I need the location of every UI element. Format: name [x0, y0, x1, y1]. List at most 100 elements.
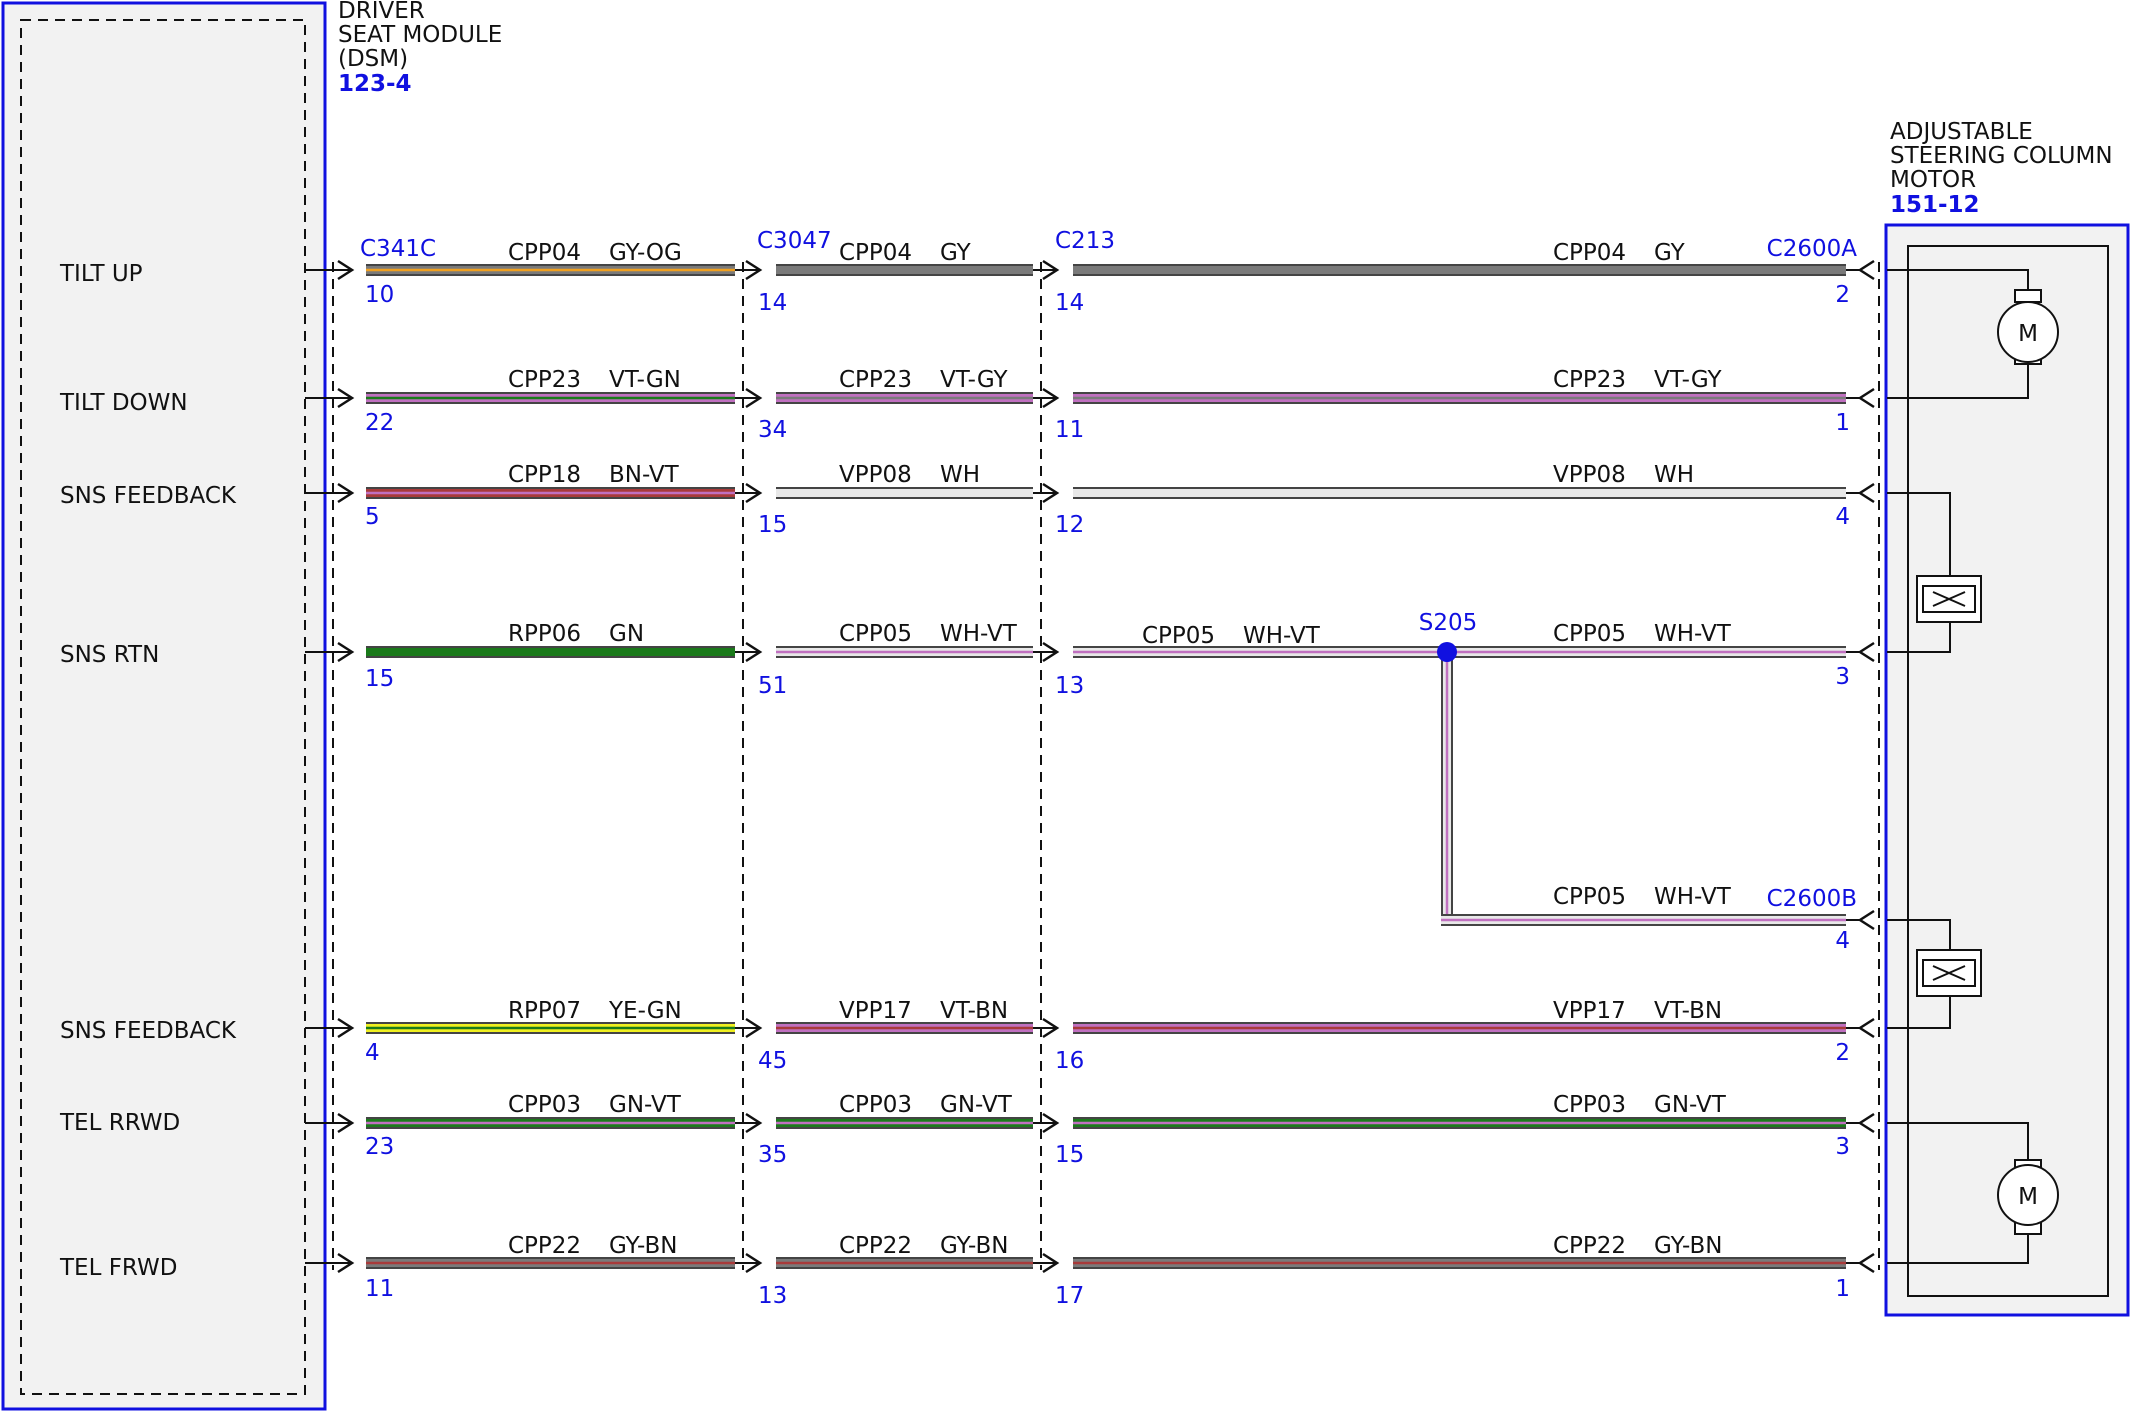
wire-row-6-arrow-3	[1042, 1017, 1060, 1039]
w7-seg1-color: GN-VT	[609, 1092, 682, 1118]
splice-s205-label: S205	[1419, 610, 1478, 636]
w1-seg3-circuit: CPP04	[1553, 240, 1626, 266]
w1-seg2-circuit: CPP04	[839, 240, 912, 266]
position-sensor-1	[1887, 492, 1982, 653]
w3-pin-2: 15	[758, 512, 787, 538]
pin-label-tilt-up: TILT UP	[59, 261, 143, 287]
w7-seg1-circuit: CPP03	[508, 1092, 581, 1118]
w8-seg1-circuit: CPP22	[508, 1233, 581, 1259]
motor-ref: 151-12	[1890, 192, 1980, 218]
w7-seg2-color: GN-VT	[940, 1092, 1013, 1118]
w6-pin-1: 4	[365, 1040, 380, 1066]
tilt-motor: M	[1887, 269, 2059, 399]
wire-row-2-arrow-2	[745, 387, 763, 409]
wire-row-7-arrow-1	[337, 1112, 355, 1134]
wire-row-1-arrow-1	[337, 259, 355, 281]
motor-icon	[1997, 1164, 2059, 1226]
w6-seg2-circuit: VPP17	[839, 998, 912, 1024]
w4-seg1-circuit: RPP06	[508, 621, 581, 647]
connector-c341c: C341C	[360, 236, 436, 262]
wire-row-3-arrow-1	[337, 482, 355, 504]
w3-pin-1: 5	[365, 504, 380, 530]
w7-pin-1: 23	[365, 1134, 394, 1160]
wire-row-4-arrow-4	[1857, 641, 1875, 663]
w6-seg3-circuit: VPP17	[1553, 998, 1626, 1024]
wire-row-8-arrow-1	[337, 1252, 355, 1274]
w8-pin-1: 11	[365, 1276, 394, 1302]
wire-row-4-arrow-1	[337, 641, 355, 663]
wire-row-1-arrow-4	[1857, 259, 1875, 281]
w6-pin-2: 45	[758, 1048, 787, 1074]
w3-pin-3: 12	[1055, 512, 1084, 538]
wires	[305, 259, 1875, 1274]
motor-name-line-1: ADJUSTABLE	[1890, 119, 2033, 145]
w8-pin-4: 1	[1835, 1276, 1850, 1302]
w4-pin-4: 3	[1835, 664, 1850, 690]
motor-icon	[1997, 301, 2059, 363]
w4-seg2-color: WH-VT	[940, 621, 1018, 647]
wire-row-1-arrow-2	[745, 259, 763, 281]
w1-seg2-color: GY	[940, 240, 972, 266]
w8-seg1-color: GY-BN	[609, 1233, 677, 1259]
w8-seg3-color: GY-BN	[1654, 1233, 1722, 1259]
dsm-name-line-3: (DSM)	[338, 46, 408, 72]
wire-row-1-arrow-3	[1042, 259, 1060, 281]
splice-branch-arrow	[1857, 909, 1875, 931]
w8-pin-2: 13	[758, 1283, 787, 1309]
motor-name-line-2: STEERING COLUMN	[1890, 143, 2113, 169]
pin-label-sns-feedback-1: SNS FEEDBACK	[60, 483, 237, 509]
w6-seg2-color: VT-BN	[940, 998, 1008, 1024]
w3-seg1-color: BN-VT	[609, 462, 680, 488]
w1-seg3-color: GY	[1654, 240, 1686, 266]
w2-seg2-color: VT-GY	[940, 367, 1008, 393]
w1-seg1-color: GY-OG	[609, 240, 682, 266]
w4-pin-1: 15	[365, 666, 394, 692]
wire-row-8-arrow-2	[745, 1252, 763, 1274]
w4-seg3b-color: WH-VT	[1654, 621, 1732, 647]
wire-row-8-arrow-4	[1857, 1252, 1875, 1274]
w5-seg3-circuit: CPP05	[1553, 884, 1626, 910]
w2-seg3-circuit: CPP23	[1553, 367, 1626, 393]
motor-symbol-1: M	[2018, 321, 2038, 347]
w2-pin-3: 11	[1055, 417, 1084, 443]
pin-label-sns-rtn: SNS RTN	[60, 642, 159, 668]
w8-seg3-circuit: CPP22	[1553, 1233, 1626, 1259]
w1-pin-2: 14	[758, 290, 787, 316]
w4-pin-2: 51	[758, 673, 787, 699]
w7-seg3-circuit: CPP03	[1553, 1092, 1626, 1118]
connector-c2600b: C2600B	[1767, 886, 1857, 912]
w7-pin-2: 35	[758, 1142, 787, 1168]
w4-pin-3: 13	[1055, 673, 1084, 699]
w2-seg1-color: VT-GN	[609, 367, 681, 393]
w1-pin-3: 14	[1055, 290, 1084, 316]
motor-title: ADJUSTABLE STEERING COLUMN MOTOR 151-12	[1890, 119, 2113, 218]
wire-row-8-arrow-3	[1042, 1252, 1060, 1274]
wire-labels: CPP04 GY-OG CPP04 GY CPP04 GY 10 14 14 2…	[365, 240, 1850, 1309]
wire-row-6-arrow-2	[745, 1017, 763, 1039]
wire-row-3-arrow-3	[1042, 482, 1060, 504]
w3-seg3-circuit: VPP08	[1553, 462, 1626, 488]
motor-module	[1884, 223, 2130, 1317]
w6-seg3-color: VT-BN	[1654, 998, 1722, 1024]
dsm-title: DRIVER SEAT MODULE (DSM) 123-4	[338, 0, 502, 97]
w4-seg3b-circuit: CPP05	[1553, 621, 1626, 647]
motor-symbol-2: M	[2018, 1184, 2038, 1210]
pin-label-tel-frwd: TEL FRWD	[59, 1255, 177, 1281]
w2-pin-2: 34	[758, 417, 787, 443]
w2-pin-4: 1	[1835, 410, 1850, 436]
connector-labels: C341C C3047 C213 C2600A C2600B	[360, 228, 1857, 912]
w6-seg1-circuit: RPP07	[508, 998, 581, 1024]
w3-seg1-circuit: CPP18	[508, 462, 581, 488]
w8-seg2-circuit: CPP22	[839, 1233, 912, 1259]
pin-label-tilt-down: TILT DOWN	[59, 390, 188, 416]
w7-seg3-color: GN-VT	[1654, 1092, 1727, 1118]
wire-row-2-arrow-1	[337, 387, 355, 409]
w1-pin-4: 2	[1835, 282, 1850, 308]
wire-row-2-arrow-4	[1857, 387, 1875, 409]
w2-seg1-circuit: CPP23	[508, 367, 581, 393]
wire-row-7-arrow-3	[1042, 1112, 1060, 1134]
w5-pin-4: 4	[1835, 928, 1850, 954]
w6-pin-3: 16	[1055, 1048, 1084, 1074]
w2-seg2-circuit: CPP23	[839, 367, 912, 393]
w4-seg3a-circuit: CPP05	[1142, 623, 1215, 649]
